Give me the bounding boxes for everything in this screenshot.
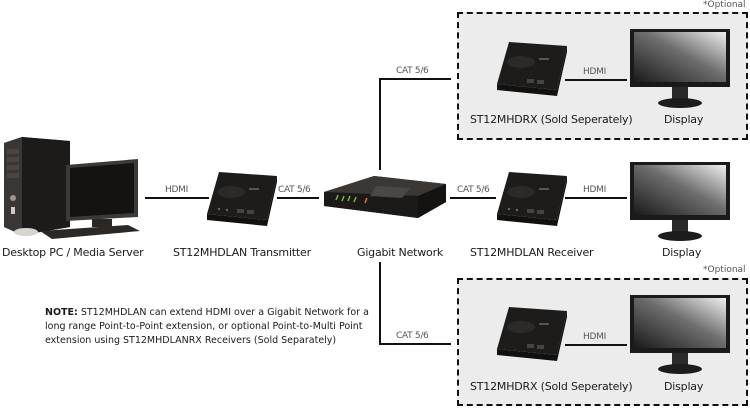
optional-top-monitor-icon [630,29,730,108]
optional-bottom-receiver-icon [497,307,567,361]
cable-label-cat-top: CAT 5/6 [396,66,429,76]
cable-branch-down-horizontal [379,343,451,345]
cable-label-cat-tx: CAT 5/6 [278,185,311,195]
note-line-2: long range Point-to-Point extension, or … [45,321,363,332]
optional-bottom-display-label: Display [664,380,704,393]
optional-note-bottom: *Optional [703,265,746,275]
cable-label-opt-top-hdmi: HDMI [583,67,606,77]
optional-bottom-monitor-icon [630,295,730,374]
cable-network-to-rx [450,197,496,199]
cable-opt-bottom-hdmi [565,344,627,346]
optional-top-receiver-label: ST12MHDRX (Sold Seperately) [470,113,633,126]
cable-opt-top-hdmi [565,79,627,81]
optional-note-top: *Optional [703,0,746,10]
cable-rx-to-display [565,197,627,199]
optional-top-receiver-icon [497,42,567,96]
desktop-pc-icon [4,137,140,239]
cable-pc-to-tx [145,197,209,199]
cable-label-cat-bottom: CAT 5/6 [396,331,429,341]
cable-label-hdmi-rx: HDMI [583,185,606,195]
cable-tx-to-network [277,197,319,199]
receiver-device-icon [497,172,567,226]
cable-branch-up-horizontal [379,78,451,80]
cable-branch-down-vertical [379,262,381,344]
monitor-icon [630,162,730,241]
receiver-label: ST12MHDLAN Receiver [470,246,594,259]
cable-label-hdmi-pc: HDMI [165,185,188,195]
optional-bottom-receiver-label: ST12MHDRX (Sold Seperately) [470,380,633,393]
network-switch-icon [324,176,446,218]
note-prefix: NOTE: [45,307,78,318]
cable-branch-up-vertical [379,78,381,170]
note-text: NOTE: ST12MHDLAN can extend HDMI over a … [45,306,369,348]
cable-label-cat-rx: CAT 5/6 [457,185,490,195]
transmitter-device-icon [207,172,277,226]
note-line-3: extension using ST12MHDLANRX Receivers (… [45,335,337,346]
note-line-1: ST12MHDLAN can extend HDMI over a Gigabi… [77,307,369,318]
optional-top-display-label: Display [664,113,704,126]
desktop-pc-label: Desktop PC / Media Server [2,246,144,259]
display-main-label: Display [662,246,702,259]
cable-label-opt-bottom-hdmi: HDMI [583,332,606,342]
network-label: Gigabit Network [357,246,444,259]
transmitter-label: ST12MHDLAN Transmitter [173,246,311,259]
